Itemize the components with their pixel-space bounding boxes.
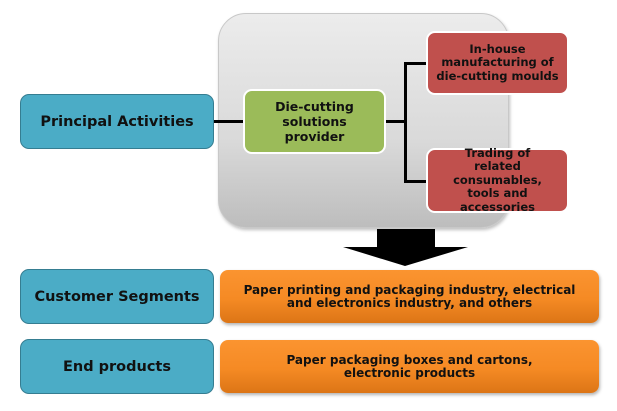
branch-box-trading: Trading of related consumables, tools an…: [426, 145, 569, 214]
customer-segments-box: Customer Segments: [20, 269, 214, 324]
customer-segments-value: Paper printing and packaging industry, e…: [243, 282, 576, 310]
branch-label: In-house manufacturing of die-cutting mo…: [436, 41, 559, 83]
connector-line: [386, 120, 406, 123]
end-products-value: Paper packaging boxes and cartons, elect…: [286, 352, 533, 380]
customer-segments-detail-box: Paper printing and packaging industry, e…: [220, 270, 599, 323]
end-products-label: End products: [62, 358, 171, 375]
connector-line: [404, 62, 428, 65]
customer-segments-label: Customer Segments: [34, 288, 200, 305]
core-activity-box: Die-cutting solutions provider: [243, 89, 386, 154]
branch-box-manufacturing: In-house manufacturing of die-cutting mo…: [426, 31, 569, 95]
connector-line: [214, 120, 244, 123]
connector-line: [404, 180, 428, 183]
core-activity-label: Die-cutting solutions provider: [275, 99, 354, 144]
branch-label: Trading of related consumables, tools an…: [453, 145, 542, 214]
end-products-detail-box: Paper packaging boxes and cartons, elect…: [220, 340, 599, 393]
connector-line: [404, 62, 407, 182]
down-arrow-icon: [343, 229, 468, 266]
principal-activities-box: Principal Activities: [20, 94, 214, 149]
principal-activities-label: Principal Activities: [40, 113, 194, 130]
end-products-box: End products: [20, 339, 214, 394]
